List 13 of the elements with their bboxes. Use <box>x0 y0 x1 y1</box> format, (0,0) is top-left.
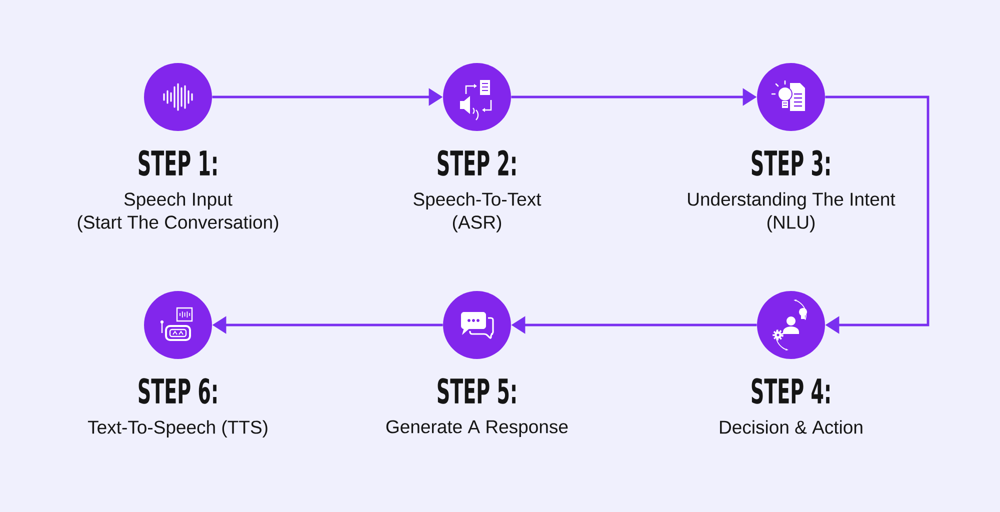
step-heading: STEP 6: <box>138 378 216 404</box>
step-heading: STEP 3: <box>752 150 830 176</box>
step-description: Generate A Response <box>386 420 568 437</box>
step-description: Understanding The Intent (NLU) <box>688 192 896 232</box>
step-description: Text-To-Speech (TTS) <box>88 420 268 438</box>
step-heading: STEP 5: <box>438 378 516 404</box>
step-description: Speech-To-Text (ASR) <box>414 192 542 232</box>
step-description: Speech Input (Start The Conversation) <box>78 192 278 232</box>
step-heading: STEP 2: <box>438 150 516 176</box>
step-description: Decision & Action <box>720 420 862 434</box>
step-heading: STEP 1: <box>138 150 216 176</box>
arrow <box>825 96 930 334</box>
step-heading: STEP 4: <box>752 378 830 404</box>
